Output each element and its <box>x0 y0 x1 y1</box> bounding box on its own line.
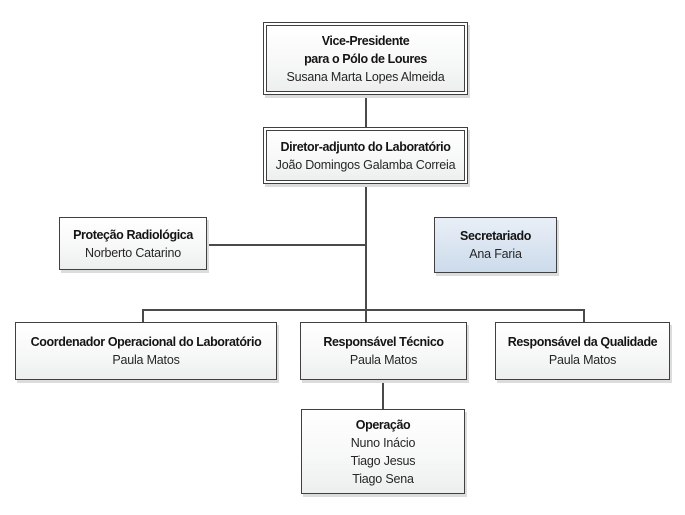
node-title: Operação <box>355 417 411 432</box>
node-person: Ana Faria <box>469 247 522 261</box>
node-diretor-adjunto-inner: Diretor-adjunto do Laboratório João Domi… <box>266 130 465 181</box>
node-protecao-radiologica: Proteção Radiológica Norberto Catarino <box>59 217 207 270</box>
node-person: Paula Matos <box>548 353 617 367</box>
node-coordenador-operacional: Coordenador Operacional do Laboratório P… <box>15 322 277 380</box>
connector-trunk <box>365 184 367 322</box>
node-title: Vice-Presidente <box>321 33 410 48</box>
node-person: Susana Marta Lopes Almeida <box>286 69 445 84</box>
node-person: Norberto Catarino <box>85 245 181 260</box>
node-responsavel-tecnico: Responsável Técnico Paula Matos <box>300 322 467 380</box>
node-secretariado: Secretariado Ana Faria <box>434 217 557 273</box>
node-person: Nuno Inácio <box>350 435 416 450</box>
connector-drop-coordenador <box>142 309 144 322</box>
node-title: Responsável Técnico <box>323 335 444 349</box>
node-title: Secretariado <box>460 229 531 243</box>
connector-protecao-to-trunk <box>207 244 365 246</box>
node-vice-presidente-inner: Vice-Presidente para o Pólo de Loures Su… <box>266 25 465 92</box>
connector-drop-qualidade <box>583 309 585 322</box>
node-title: Coordenador Operacional do Laboratório <box>30 335 262 349</box>
node-person: Paula Matos <box>349 353 418 367</box>
node-diretor-adjunto: Diretor-adjunto do Laboratório João Domi… <box>263 127 468 184</box>
connector-vp-to-diretor <box>365 95 367 127</box>
node-responsavel-qualidade: Responsável da Qualidade Paula Matos <box>495 322 670 380</box>
node-title: para o Pólo de Loures <box>304 51 427 66</box>
node-operacao: Operação Nuno Inácio Tiago Jesus Tiago S… <box>301 409 465 494</box>
node-title: Diretor-adjunto do Laboratório <box>280 139 451 154</box>
node-person: Tiago Sena <box>352 471 414 486</box>
connector-bottom-row <box>142 309 585 311</box>
connector-tecnico-to-operacao <box>382 380 384 409</box>
node-title: Responsável da Qualidade <box>507 335 658 349</box>
node-vice-presidente: Vice-Presidente para o Pólo de Loures Su… <box>263 22 468 95</box>
node-person: Paula Matos <box>112 353 180 367</box>
node-person: João Domingos Galamba Correia <box>275 157 456 172</box>
node-person: Tiago Jesus <box>350 453 416 468</box>
node-title: Proteção Radiológica <box>73 227 193 242</box>
